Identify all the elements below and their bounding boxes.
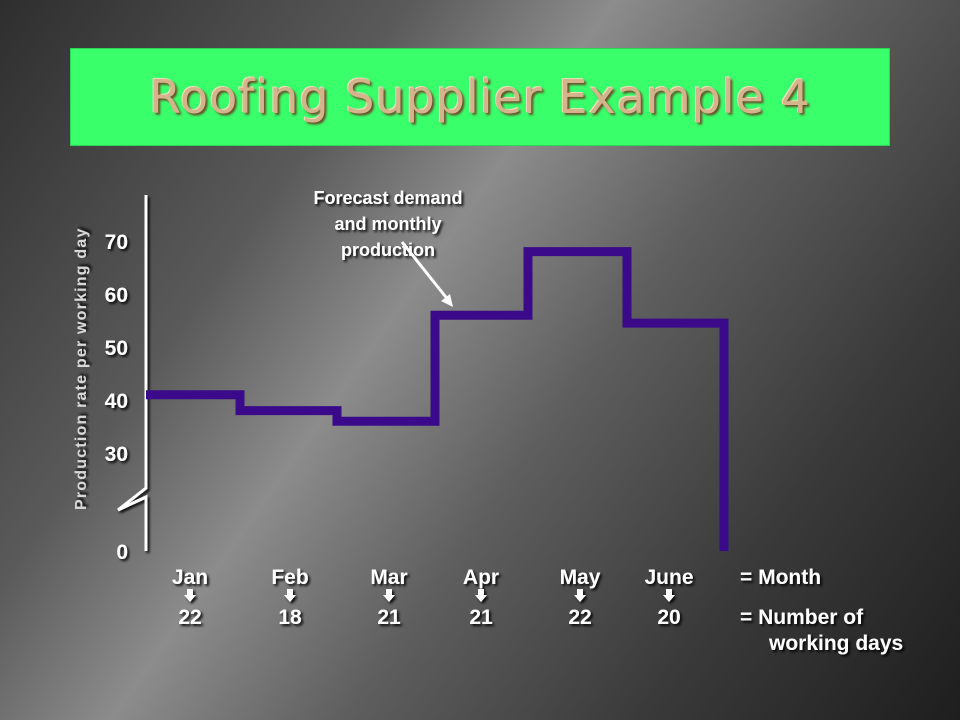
month-label: Feb <box>271 566 308 589</box>
working-days-label: 21 <box>469 606 493 629</box>
y-tick-label: 70 <box>105 231 128 254</box>
days-legend-line: = Number of <box>740 606 864 629</box>
down-arrow-icon <box>475 589 487 602</box>
y-tick-label: 30 <box>105 443 128 466</box>
y-tick-label: 60 <box>105 284 128 307</box>
down-arrow-icon <box>663 589 675 602</box>
down-arrow-icon <box>383 589 395 602</box>
y-tick-label: 40 <box>105 390 128 413</box>
y-tick-labels: 0 30 40 50 60 70 <box>105 231 128 564</box>
annotation-arrow-head <box>441 294 453 307</box>
annotation-arrow-shaft <box>400 241 451 302</box>
y-axis-label: Production rate per working day <box>73 227 90 510</box>
month-legend: = Month <box>740 566 821 589</box>
month-label: Mar <box>370 566 407 589</box>
production-series <box>146 247 729 551</box>
month-label: June <box>644 566 693 589</box>
title-banner: Roofing Supplier Example 4 <box>70 48 890 146</box>
month-label: May <box>560 566 601 589</box>
production-step-line <box>146 247 729 551</box>
annotation-text-line: Forecast demand <box>313 188 462 208</box>
y-tick-label: 50 <box>105 337 128 360</box>
annotation-text-line: production <box>341 240 435 260</box>
x-axis-labels: Jan 22 Feb 18 Mar 21 Apr 21 May 22 June 20 = Month = … <box>172 566 903 655</box>
working-days-label: 22 <box>568 606 591 629</box>
down-arrow-icon <box>184 589 196 602</box>
down-arrow-icon <box>574 589 586 602</box>
working-days-label: 20 <box>657 606 680 629</box>
month-label: Jan <box>172 566 208 589</box>
y-axis-label-group: Production rate per working day <box>73 227 90 510</box>
slide-title: Roofing Supplier Example 4 <box>149 70 811 124</box>
month-label: Apr <box>463 566 499 589</box>
chart-axes <box>117 195 884 553</box>
working-days-label: 22 <box>178 606 201 629</box>
annotation-text-line: and monthly <box>335 214 442 234</box>
down-arrow-icon <box>284 589 296 602</box>
working-days-label: 21 <box>377 606 401 629</box>
days-legend-line: working days <box>768 632 903 655</box>
y-tick-label: 0 <box>116 541 128 564</box>
forecast-annotation: Forecast demand and monthly production <box>313 188 463 307</box>
working-days-label: 18 <box>278 606 302 629</box>
